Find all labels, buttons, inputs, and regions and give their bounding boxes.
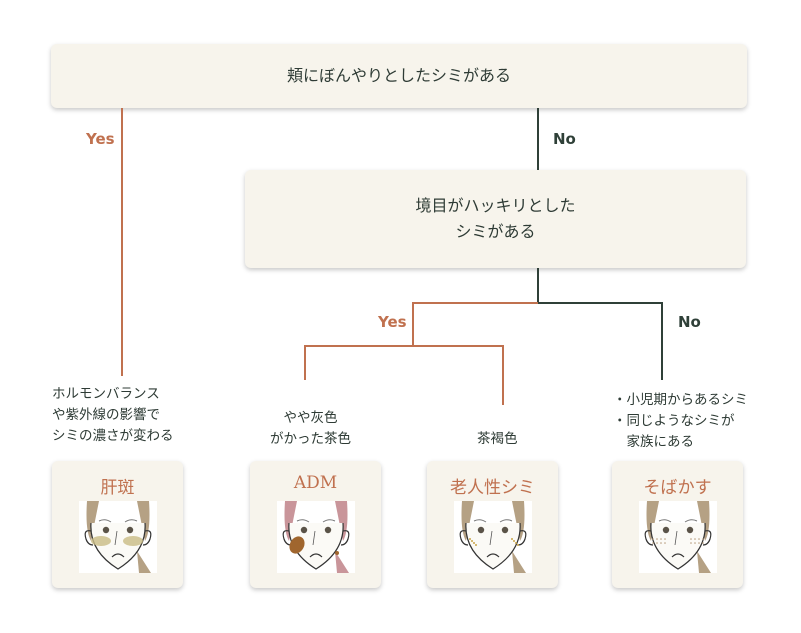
card-kanpan: 肝斑 — [52, 461, 183, 588]
question-2-box: 境目がハッキリとしたシミがある — [245, 170, 746, 268]
desc-kanpan: ホルモンバランス や紫外線の影響で シミの濃さが変わる — [52, 386, 174, 444]
desc-roujin: 茶褐色 — [477, 431, 518, 447]
question-2-text: 境目がハッキリとしたシミがある — [415, 196, 576, 241]
face-illustration-icon — [454, 501, 532, 573]
connector-no-2-h — [538, 302, 663, 304]
card-title: そばかす — [643, 478, 712, 498]
face-illustration-icon — [79, 501, 157, 573]
connector-yes-1 — [121, 108, 123, 376]
face-illustration-icon — [639, 501, 717, 573]
no-label-1: No — [553, 130, 576, 148]
connector-no-1 — [537, 108, 539, 170]
card-roujin: 老人性シミ — [427, 461, 558, 588]
yes-label-2: Yes — [378, 313, 407, 331]
card-sobakasu: そばかす — [612, 461, 743, 588]
card-adm: ADM — [250, 461, 381, 588]
connector-roujin — [502, 345, 504, 405]
desc-adm: やや灰色 がかった茶色 — [270, 410, 351, 447]
card-title: 老人性シミ — [450, 478, 535, 498]
no-label-2: No — [678, 313, 701, 331]
connector-q2-down — [537, 268, 539, 304]
connector-yes-2-v — [412, 302, 414, 347]
card-title: 肝斑 — [100, 478, 135, 498]
connector-yes-2-h — [412, 302, 538, 304]
connector-adm — [304, 345, 306, 380]
card-title: ADM — [293, 473, 338, 493]
connector-yes-2-split — [304, 345, 504, 347]
desc-sobakasu: ・小児期からあるシミ ・同じようなシミが 家族にある — [613, 392, 748, 450]
face-illustration-icon — [277, 501, 355, 573]
yes-label-1: Yes — [86, 130, 115, 148]
question-1-text: 頬にぼんやりとしたシミがある — [286, 66, 511, 85]
connector-no-2-v — [661, 302, 663, 380]
question-1-box: 頬にぼんやりとしたシミがある — [51, 44, 747, 108]
